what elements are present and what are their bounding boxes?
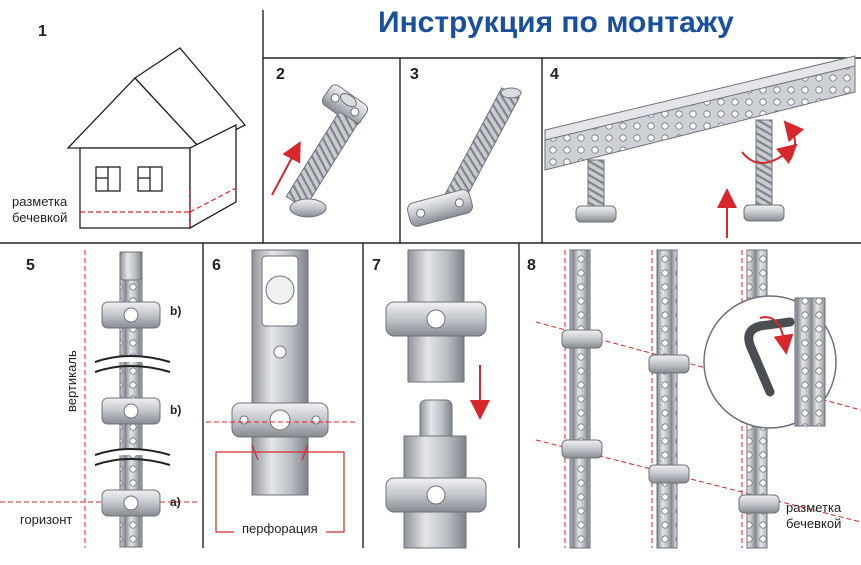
bracket-b2: [101, 397, 161, 425]
step-number-3: 3: [410, 66, 419, 83]
turn-arrow-icon: [759, 316, 794, 355]
profile-closeup-6: [231, 249, 329, 496]
marking-label-line2: бечевкой: [12, 210, 67, 225]
marking8-label-line2: бечевкой: [786, 516, 841, 531]
marking-cord-line: [80, 187, 237, 228]
hex-key-icon: [744, 317, 795, 397]
perforation-label-bg: [234, 519, 326, 537]
step-number-1: 1: [38, 23, 47, 40]
bracket-a-label: a): [170, 495, 181, 509]
marking-label-line1: разметка: [12, 194, 68, 209]
step-number-6: 6: [212, 257, 221, 274]
hex-key-zoom-circle: [703, 295, 837, 429]
bracket-b1: [101, 301, 161, 329]
guides-5: [0, 250, 200, 548]
horizon-label: горизонт: [20, 512, 72, 527]
vertical-profile-5: [94, 251, 171, 548]
bracket-b1-label: b): [170, 304, 181, 318]
step-number-7: 7: [372, 257, 381, 274]
step-number-8: 8: [527, 257, 536, 274]
vertical-label: вертикаль: [64, 350, 79, 412]
bolt-on-base: [407, 87, 522, 227]
panel-dividers: [0, 10, 861, 548]
profile-after-7: [385, 399, 487, 549]
bracket-b2-label: b): [170, 403, 181, 417]
page-title: Инструкция по монтажу: [378, 6, 734, 39]
red-arrow-up-icon: [271, 141, 301, 196]
bracket-a: [101, 489, 161, 517]
step-number-5: 5: [26, 257, 35, 274]
marking8-label-line1: разметка: [786, 500, 842, 515]
adjustment-bolt-with-base: [285, 84, 369, 218]
rail-on-bolts: [544, 55, 856, 223]
rotate-arrow-icon: [741, 120, 805, 165]
perforation-label: перфорация: [242, 521, 318, 536]
profile-before-7: [385, 249, 487, 383]
house-illustration: [66, 47, 247, 230]
step-number-4: 4: [550, 66, 559, 83]
step-number-2: 2: [276, 66, 285, 83]
